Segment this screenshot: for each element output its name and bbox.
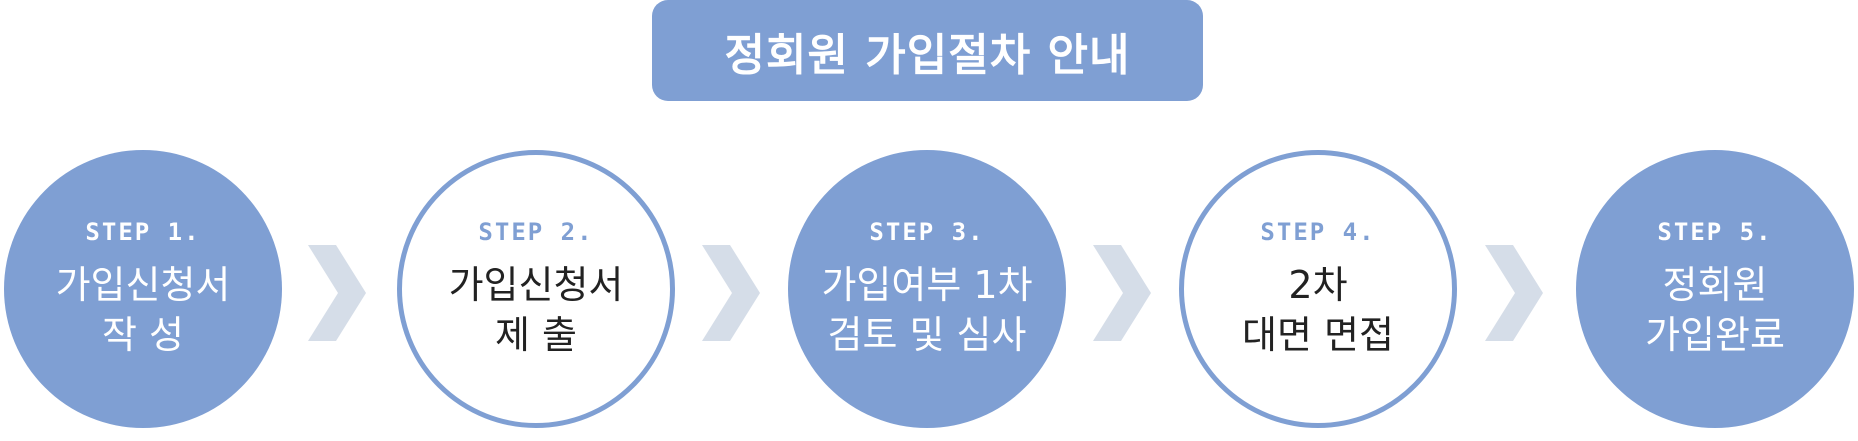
step-3-circle: STEP 3. 가입여부 1차 검토 및 심사 — [788, 150, 1066, 428]
step-label: STEP 4. — [1260, 218, 1376, 246]
step-5-circle: STEP 5. 정회원 가입완료 — [1576, 150, 1854, 428]
chevron-right-icon — [1485, 245, 1543, 341]
chevron-right-icon — [308, 245, 366, 341]
page-title: 정회원 가입절차 안내 — [652, 0, 1203, 101]
step-text-line: 가입완료 — [1645, 313, 1785, 357]
step-2-circle: STEP 2. 가입신청서 제 출 — [397, 150, 675, 428]
step-text-line: 가입신청서 — [55, 263, 231, 307]
step-1-circle: STEP 1. 가입신청서 작 성 — [4, 150, 282, 428]
step-text-line: 정회원 — [1662, 263, 1768, 307]
step-label: STEP 5. — [1657, 218, 1773, 246]
step-label: STEP 2. — [478, 218, 594, 246]
step-label: STEP 3. — [869, 218, 985, 246]
chevron-right-icon — [702, 245, 760, 341]
step-text-line: 가입신청서 — [448, 263, 624, 307]
step-text-line: 제 출 — [495, 313, 577, 357]
step-4-circle: STEP 4. 2차 대면 면접 — [1179, 150, 1457, 428]
step-text-line: 작 성 — [102, 313, 184, 357]
step-text-line: 2차 — [1288, 263, 1348, 307]
step-label: STEP 1. — [85, 218, 201, 246]
step-text-line: 대면 면접 — [1242, 313, 1394, 357]
step-text-line: 가입여부 1차 — [821, 263, 1033, 307]
step-text-line: 검토 및 심사 — [827, 313, 1027, 357]
chevron-right-icon — [1093, 245, 1151, 341]
